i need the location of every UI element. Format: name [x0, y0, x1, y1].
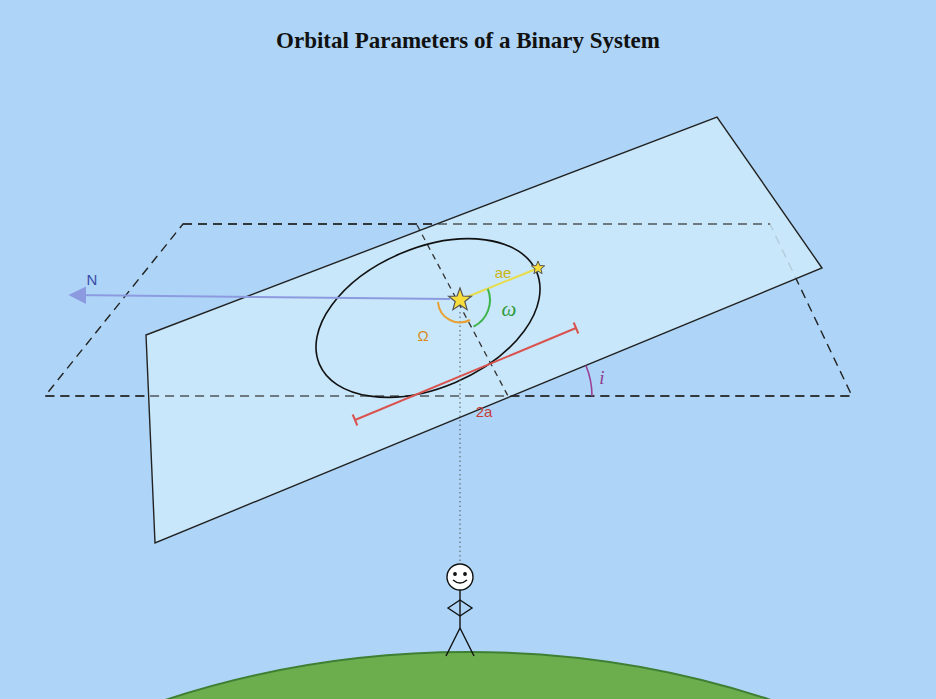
sky-plane-edge: [183, 223, 770, 224]
diagram-title: Orbital Parameters of a Binary System: [0, 28, 936, 54]
sky-plane-edge: [45, 395, 852, 396]
semi-focal-label: ae: [495, 265, 512, 280]
inclination-arc: [586, 366, 592, 397]
observer-figure: [446, 564, 474, 656]
orbit-ellipse: [292, 207, 564, 428]
periastron-angle-arc: [474, 289, 490, 327]
north-label: N: [87, 272, 98, 287]
argument-periastron-label: ω: [502, 299, 517, 320]
line-of-nodes: [417, 225, 508, 396]
orbital-plane: [146, 117, 822, 543]
ground: [0, 652, 936, 699]
line-of-sight: [460, 312, 461, 562]
node-longitude-label: Ω: [417, 328, 428, 343]
major-axis-bar: [353, 323, 579, 426]
major-axis-label: 2a: [476, 404, 493, 419]
primary-star: [449, 288, 472, 310]
inclination-label: i: [599, 368, 604, 387]
north-arrow: [72, 295, 450, 299]
secondary-star: [531, 261, 544, 274]
